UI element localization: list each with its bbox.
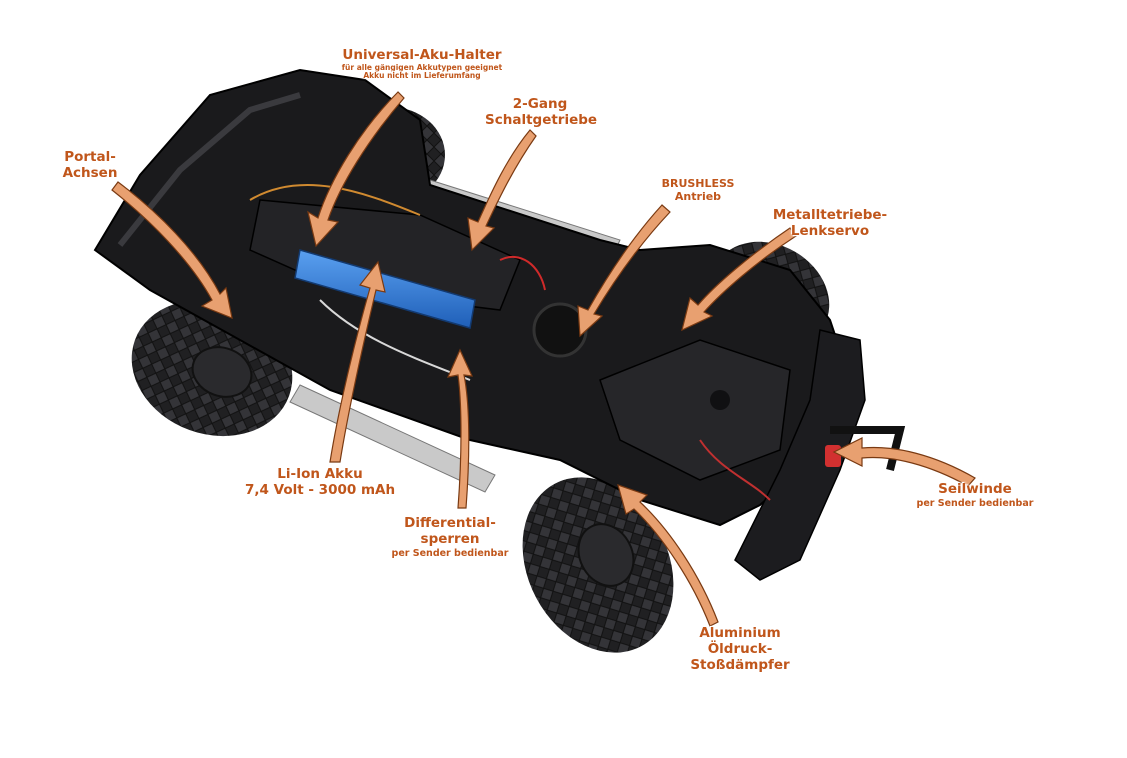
chassis-frame [93, 68, 847, 527]
tire-front-left [522, 477, 674, 653]
battery-line1: Li-Ion Akku [277, 466, 363, 482]
label-battery-holder: Universal-Aku-Halter für alle gängigen A… [322, 47, 522, 81]
label-differential: Differential- sperren per Sender bedienb… [375, 515, 525, 559]
winch-title: Seilwinde [938, 481, 1012, 497]
arrow-differential [446, 348, 473, 509]
battery-holder-sub1: für alle gängigen Akkutypen geeignet [341, 62, 503, 72]
portal-axles-line2: Achsen [62, 164, 118, 181]
label-gearbox: 2-Gang Schaltgetriebe [485, 96, 598, 129]
brushless-line2: Antrieb [674, 189, 722, 203]
arrow-shocks [617, 484, 719, 627]
arrow-portal-axles [111, 181, 233, 319]
label-brushless: BRUSHLESS Antrieb [648, 177, 748, 204]
label-shocks: Aluminium Öldruck- Stoßdämpfer [685, 625, 795, 674]
winch-sub: per Sender bedienbar [916, 497, 1034, 509]
shocks-line3: Stoßdämpfer [690, 656, 790, 673]
brushless-line1: BRUSHLESS [661, 177, 735, 190]
arrow-brushless [577, 204, 671, 338]
arrow-battery [329, 260, 386, 463]
servo-line1: Metalltetriebe- [772, 207, 888, 223]
arrow-servo [681, 227, 797, 332]
label-winch: Seilwinde per Sender bedienbar [900, 481, 1050, 509]
gearbox-line1: 2-Gang [512, 96, 568, 112]
differential-line2: sperren [420, 530, 480, 547]
shocks-line2: Öldruck- [707, 640, 773, 657]
arrow-winch [832, 437, 976, 487]
servo-line2: Lenkservo [790, 222, 870, 239]
label-battery: Li-Ion Akku 7,4 Volt - 3000 mAh [245, 466, 396, 499]
callout-arrows [111, 91, 976, 627]
battery-holder-title: Universal-Aku-Halter [342, 47, 502, 63]
winch-hook [825, 445, 841, 467]
portal-axles-line1: Portal- [64, 149, 116, 165]
li-ion-battery [294, 249, 476, 329]
arrow-gearbox [467, 129, 537, 252]
differential-line1: Differential- [404, 515, 496, 531]
label-portal-axles: Portal- Achsen [55, 149, 125, 182]
arrow-battery-holder [307, 91, 405, 248]
battery-line2: 7,4 Volt - 3000 mAh [245, 481, 396, 498]
shocks-line1: Aluminium [699, 625, 781, 641]
label-servo: Metalltetriebe- Lenkservo [765, 207, 895, 240]
battery-holder-sub2: Akku nicht im Lieferumfang [363, 71, 481, 81]
gearbox-line2: Schaltgetriebe [485, 111, 598, 128]
differential-sub: per Sender bedienbar [391, 547, 509, 559]
